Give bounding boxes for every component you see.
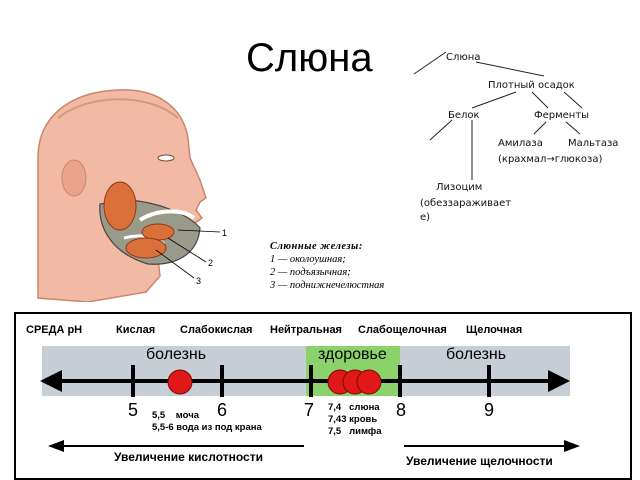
acid-notes: 5,5 моча 5,5-6 вода из под крана xyxy=(152,410,262,434)
ph-header-alkaline: Щелочная xyxy=(466,324,523,336)
blood-ph: 7,43 xyxy=(328,414,347,425)
alkali-arrowhead xyxy=(564,440,580,452)
ph-header-neutral: Нейтральная xyxy=(270,324,342,336)
tree-sediment: Плотный осадок xyxy=(488,80,575,91)
gland-label-3: 3 xyxy=(196,276,201,286)
lymph-label: лимфа xyxy=(349,426,382,437)
parotid-gland xyxy=(103,181,137,231)
head-illustration: 1 2 3 xyxy=(37,89,227,302)
saliva-label: слюна xyxy=(349,402,380,413)
tree-lysozyme: Лизоцим xyxy=(436,182,482,193)
zone-disease-acidic: болезнь xyxy=(146,346,207,363)
tree-conversion: (крахмал→глюкоза) xyxy=(498,154,602,165)
tree-amylase: Амилаза xyxy=(498,138,543,149)
tree-protein: Белок xyxy=(448,110,480,121)
gland-label-2: 2 xyxy=(208,258,213,268)
ear xyxy=(61,159,87,197)
tree-maltase: Мальтаза xyxy=(568,138,618,149)
gland-caption-title: Слюнные железы: xyxy=(270,241,363,252)
alkalinity-increase-label: Увеличение щелочности xyxy=(406,454,553,468)
page-title: Слюна xyxy=(246,36,373,80)
blood-label: кровь xyxy=(349,414,378,425)
acid-arrowhead xyxy=(48,440,64,452)
eye xyxy=(157,154,175,162)
acidity-increase-label: Увеличение кислотности xyxy=(114,450,263,464)
gland-caption-item: 2 — подъязычная; xyxy=(270,267,351,278)
saliva-ph: 7,4 xyxy=(328,402,342,413)
ph-header-acidic: Кислая xyxy=(116,324,156,336)
urine-ph: 5,5 xyxy=(152,410,166,421)
right-arrowhead xyxy=(548,370,570,392)
gland-caption-item: 3 — поднижнечелюстная xyxy=(270,280,385,291)
tick-label-7: 7 xyxy=(304,400,315,420)
zone-health: здоровье xyxy=(318,346,387,363)
saliva-composition-tree: Слюна Плотный осадок Белок Ферменты Амил… xyxy=(413,51,618,223)
urine-label: моча xyxy=(175,410,200,421)
tick-label-6: 6 xyxy=(217,400,228,420)
marker-urine xyxy=(167,369,193,395)
gland-label-1: 1 xyxy=(222,228,227,238)
gland-caption-item: 1 — околоушная; xyxy=(270,254,346,265)
fluid-notes: 7,4 слюна 7,43 кровь 7,5 лимфа xyxy=(328,402,382,438)
tick-label-9: 9 xyxy=(484,400,495,420)
marker-lymph xyxy=(356,369,382,395)
submandibular-gland xyxy=(125,237,167,259)
tree-root: Слюна xyxy=(446,52,480,63)
left-arrowhead xyxy=(40,370,62,392)
ph-header-medium: СРЕДА рН xyxy=(26,324,83,336)
tick-label-5: 5 xyxy=(128,400,139,420)
ph-header-weak-alkaline: Слабощелочная xyxy=(358,324,447,336)
ph-header-weak-acidic: Слабокислая xyxy=(180,324,253,336)
tree-enzymes: Ферменты xyxy=(534,110,589,121)
tap-water-note: 5,5-6 вода из под крана xyxy=(152,422,262,433)
tick-label-8: 8 xyxy=(396,400,407,420)
lymph-ph: 7,5 xyxy=(328,426,342,437)
tree-lysozyme-note-2: е) xyxy=(420,212,430,223)
zone-disease-alkaline: болезнь xyxy=(446,346,507,363)
tree-lysozyme-note-1: (обеззараживает xyxy=(420,198,511,209)
gland-caption: Слюнные железы: 1 — околоушная; 2 — подъ… xyxy=(270,240,384,292)
